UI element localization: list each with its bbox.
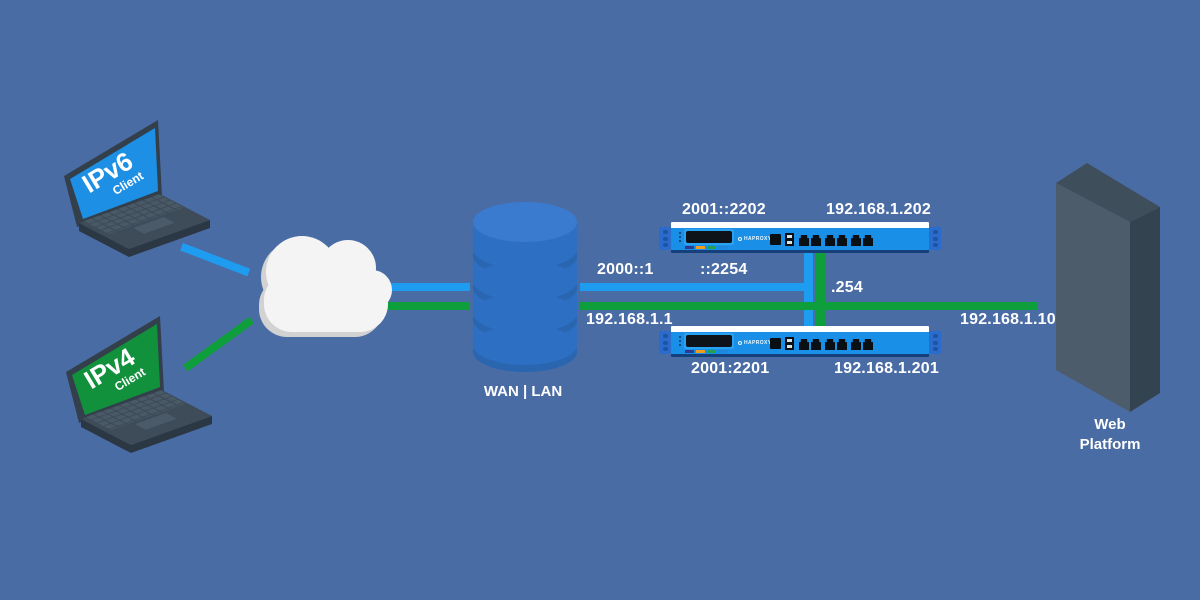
brand-text: HAPROXY [744, 340, 772, 346]
ethernet-ports-icon [851, 235, 873, 246]
ethernet-ports-icon [799, 235, 821, 246]
web-platform-label: Web Platform [1079, 416, 1141, 453]
brand-label: HAPROXY [738, 236, 772, 242]
rack-ear-icon [929, 227, 941, 250]
laptop-keyboard [84, 194, 184, 234]
web-server-address: 192.168.1.10 [960, 311, 1056, 328]
wan-lan-label: WAN | LAN [483, 383, 563, 400]
laptop-base-edge [131, 416, 212, 453]
ethernet-ports-icon [851, 339, 873, 350]
rack-ear-icon [929, 331, 941, 354]
haproxy-appliance-bottom: HAPROXY [659, 326, 941, 359]
lb-top-ipv4-address: 192.168.1.202 [826, 201, 931, 218]
usb-ports-icon [785, 233, 794, 246]
laptop-base-edge [79, 223, 129, 257]
status-buttons-icon [685, 246, 727, 249]
status-buttons-icon [685, 350, 727, 353]
ipv4-link-wanlan-to-server [580, 302, 1037, 310]
appliance-chassis: HAPROXY [671, 326, 929, 357]
laptop-base-edge [129, 220, 210, 257]
laptop-trackpad [135, 413, 177, 430]
rack-ear-icon [659, 331, 671, 354]
wan-lan-database-icon [473, 202, 577, 372]
lb-bottom-ipv6-address: 2001:2201 [691, 360, 770, 377]
lcd-display-icon [684, 229, 734, 245]
ethernet-ports-icon [825, 235, 847, 246]
lan-ipv4-address: 192.168.1.1 [586, 311, 673, 328]
wan-ipv6-address: 2000::1 [597, 261, 654, 278]
console-port-icon [770, 234, 781, 245]
laptop-screen [72, 324, 160, 415]
brand-text: HAPROXY [744, 236, 772, 242]
haproxy-appliance-top: HAPROXY [659, 222, 941, 255]
internet-cloud-icon [259, 236, 392, 337]
shared-vip-address: .254 [831, 279, 863, 296]
appliance-chassis: HAPROXY [671, 222, 929, 253]
brand-logo-icon [738, 237, 742, 241]
brand-logo-icon [738, 341, 742, 345]
rack-ear-icon [659, 227, 671, 250]
ipv4-link-cloud-to-wanlan [356, 302, 470, 310]
database-top-icon [473, 202, 577, 242]
laptop-base-edge [81, 419, 131, 453]
lcd-display-icon [684, 333, 734, 349]
console-port-icon [770, 338, 781, 349]
laptop-screen [70, 128, 158, 219]
laptop-keyboard [86, 390, 186, 430]
lb-top-ipv6-address: 2001::2202 [682, 201, 766, 218]
ipv4-client-laptop: IPv4 Client [66, 316, 212, 453]
ipv4-link-between-appliances [816, 253, 825, 326]
usb-ports-icon [785, 337, 794, 350]
brand-label: HAPROXY [738, 340, 772, 346]
laptop-trackpad [133, 217, 175, 234]
web-platform-server-icon [1056, 163, 1160, 412]
ipv6-link-cloud-to-wanlan [388, 283, 470, 291]
ethernet-ports-icon [799, 339, 821, 350]
vip-ipv6-address: ::2254 [700, 261, 748, 278]
led-dots-icon [679, 232, 681, 242]
led-dots-icon [679, 336, 681, 346]
ipv6-client-laptop: IPv6 Client [64, 120, 210, 257]
lb-bottom-ipv4-address: 192.168.1.201 [834, 360, 939, 377]
ipv6-link-wanlan-to-vip [580, 283, 813, 291]
ethernet-ports-icon [825, 339, 847, 350]
